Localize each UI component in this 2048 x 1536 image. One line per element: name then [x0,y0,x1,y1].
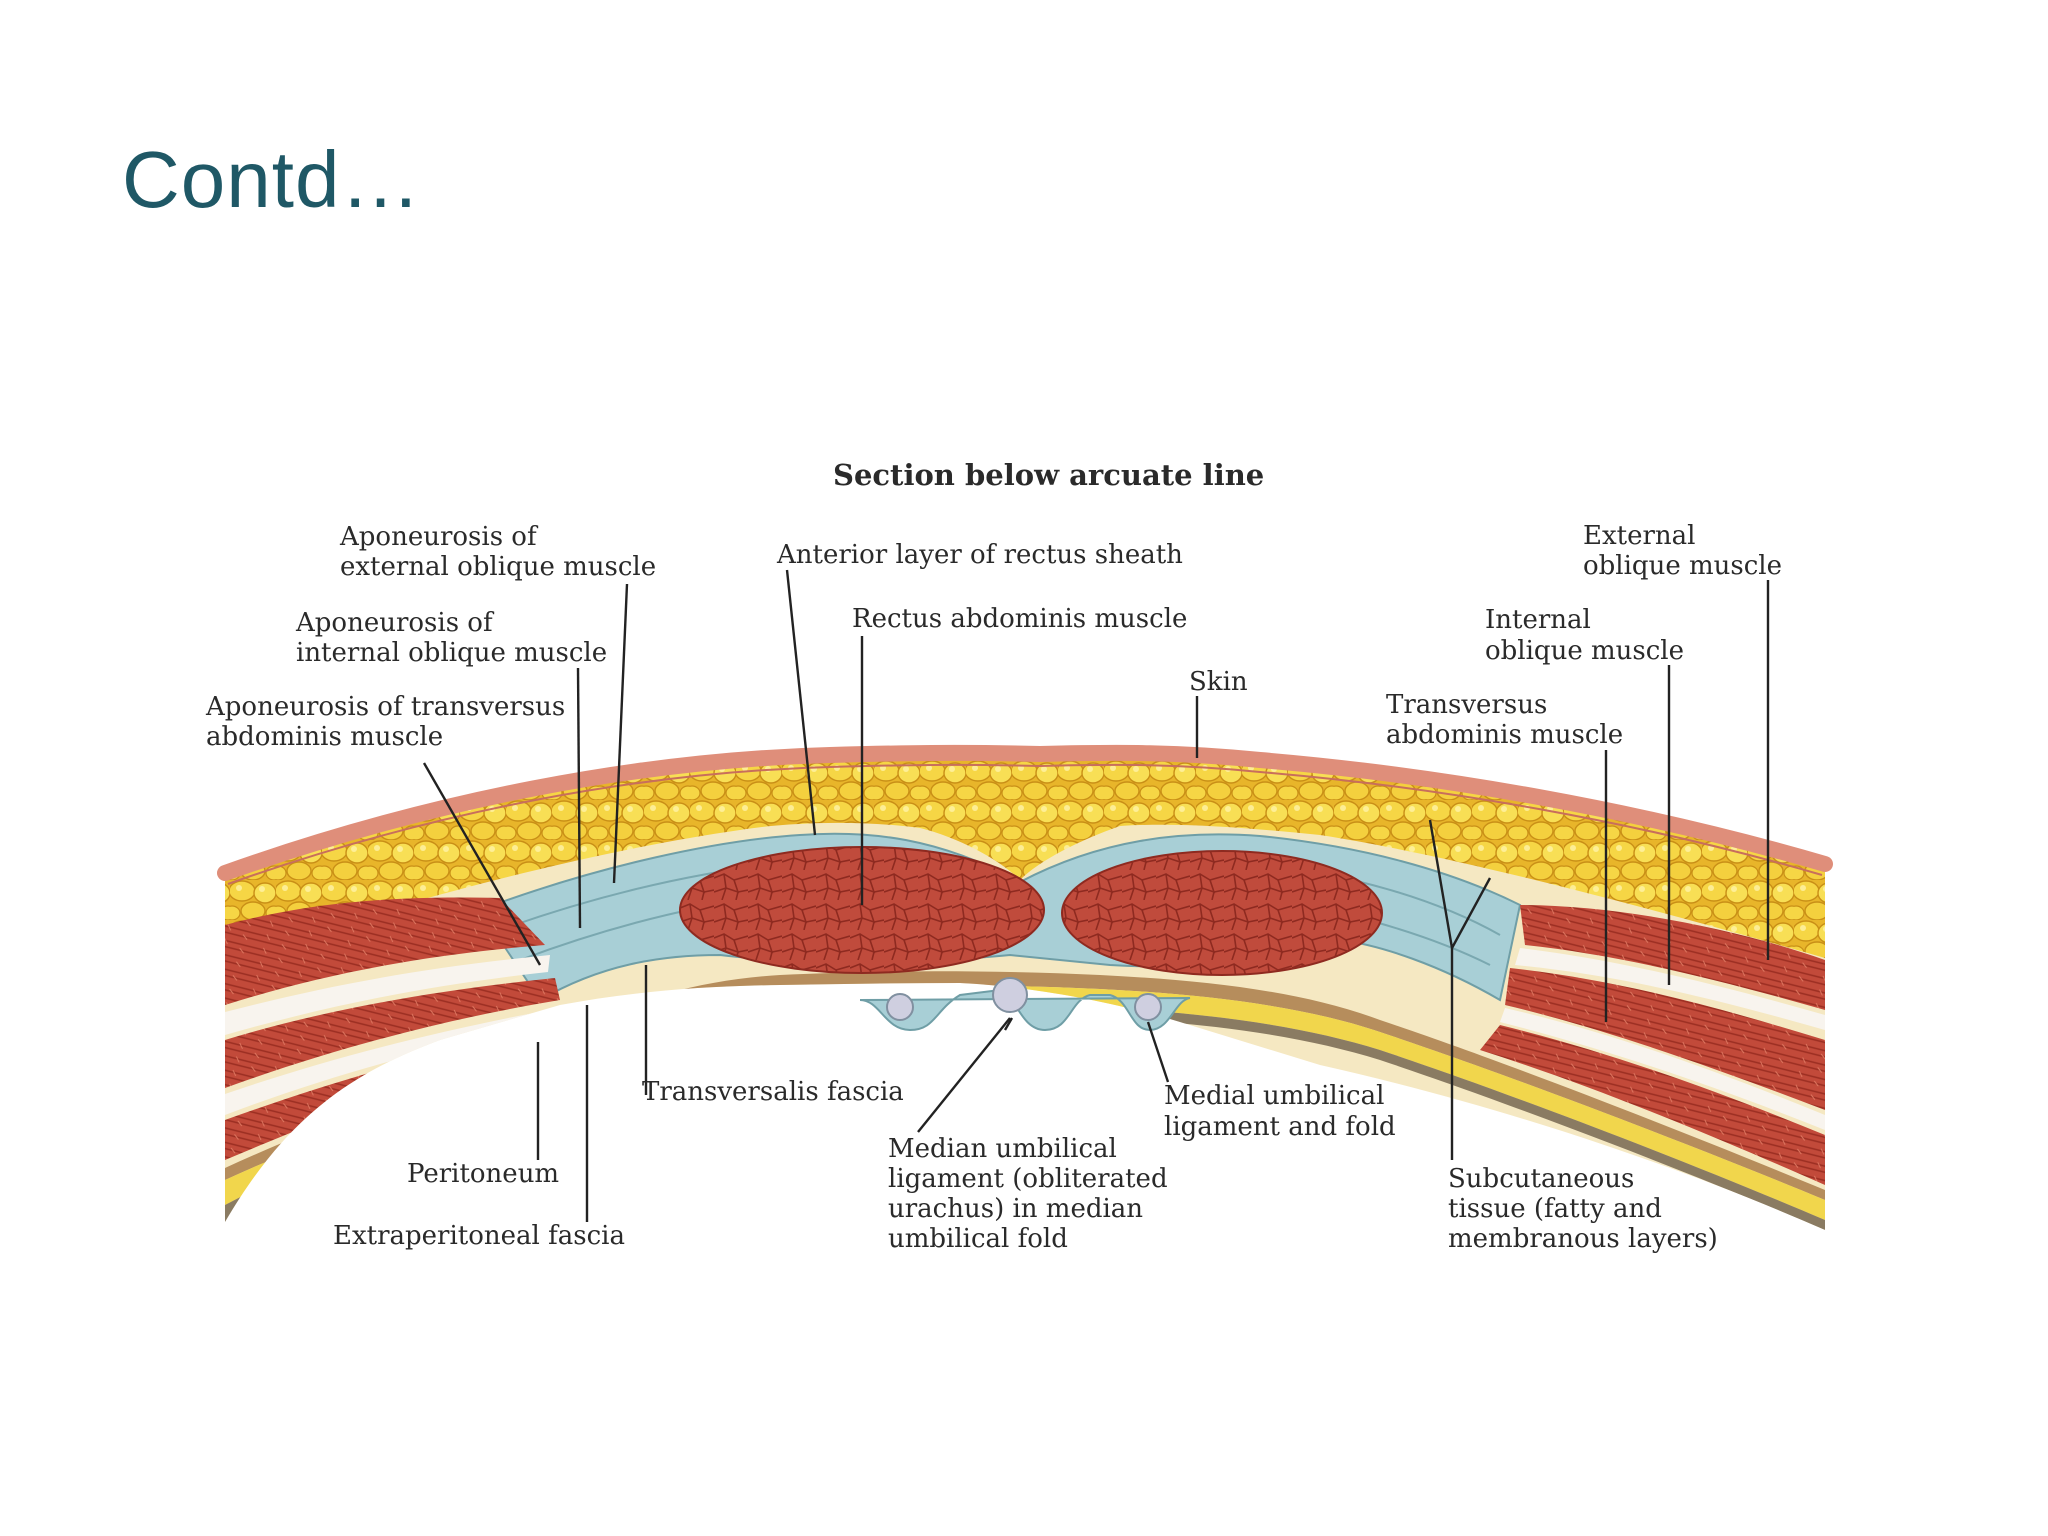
right-transversus [1480,1025,1825,1185]
label-medial-umbilical-ligament: Medial umbilical [1164,1081,1384,1111]
label-skin: Skin [1189,667,1248,697]
label-aponeurosis-external-oblique: Aponeurosis of [339,522,539,552]
label-subcutaneous-tissue: Subcutaneous [1448,1164,1634,1194]
label-aponeurosis-transversus-2: abdominis muscle [206,722,443,752]
label-transversus-abdominis-2: abdominis muscle [1386,720,1623,750]
label-aponeurosis-transversus: Aponeurosis of transversus [205,692,565,722]
label-transversalis-fascia: Transversalis fascia [642,1077,904,1107]
label-aponeurosis-external-oblique-2: external oblique muscle [340,552,656,582]
label-medial-umbilical-ligament-2: ligament and fold [1164,1112,1396,1142]
label-transversus-abdominis: Transversus [1386,690,1547,720]
label-subcutaneous-tissue-2: tissue (fatty and [1448,1194,1662,1224]
label-external-oblique: External [1583,521,1695,551]
label-subcutaneous-tissue-3: membranous layers) [1448,1224,1718,1254]
rectus-abdominis-right [1061,850,1383,976]
right-internal-oblique [1505,968,1825,1110]
label-median-umbilical-ligament-4: umbilical fold [888,1224,1068,1254]
umbilical-folds [859,977,1191,1032]
label-aponeurosis-internal-oblique: Aponeurosis of [295,608,495,638]
label-median-umbilical-ligament-3: urachus) in median [888,1194,1143,1224]
label-external-oblique-2: oblique muscle [1583,551,1782,581]
label-median-umbilical-ligament: Median umbilical [888,1134,1117,1164]
leader-lines [422,569,1770,1222]
label-extraperitoneal-fascia: Extraperitoneal fascia [333,1221,625,1251]
label-median-umbilical-ligament-2: ligament (obliterated [888,1164,1168,1194]
label-internal-oblique-2: oblique muscle [1485,636,1684,666]
subcutaneous-fat-layer [225,752,1825,960]
label-rectus-abdominis: Rectus abdominis muscle [852,604,1187,634]
left-internal-oblique [225,978,560,1088]
label-aponeurosis-internal-oblique-2: internal oblique muscle [296,638,607,668]
left-external-oblique [225,897,545,1005]
slide-title: Contd… [122,135,422,224]
label-internal-oblique: Internal [1485,605,1591,635]
label-peritoneum: Peritoneum [407,1159,559,1189]
skin-layer [217,744,1833,881]
diagram-heading: Section below arcuate line [833,458,1264,492]
label-anterior-layer-rectus-sheath: Anterior layer of rectus sheath [776,540,1183,570]
right-external-oblique [1520,905,1825,1010]
